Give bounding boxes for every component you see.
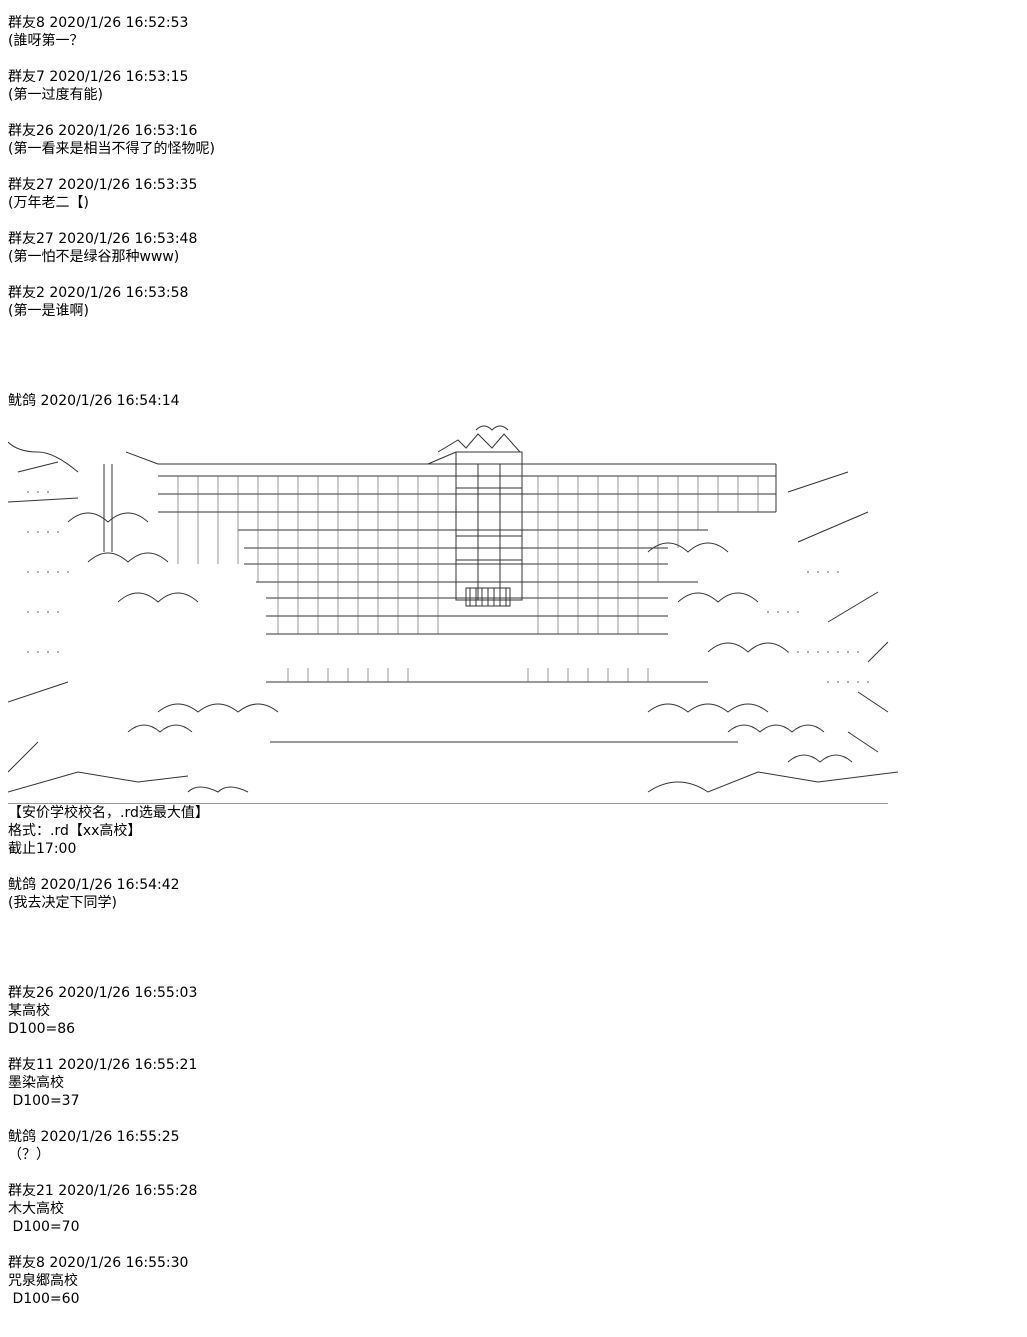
message: 群友26 2020/1/26 16:55:03 某高校 D100=86	[8, 984, 1018, 1038]
message-text: (万年老二【)	[8, 195, 89, 211]
message-text: 格式：.rd【xx高校】	[8, 823, 142, 839]
message-text: 某高校	[8, 1003, 50, 1019]
message-header: 群友26 2020/1/26 16:55:03	[8, 985, 198, 1001]
message-text: 【安价学校校名，.rd选最大值】	[8, 805, 209, 821]
message: 群友21 2020/1/26 16:55:28 木大高校 D100=70	[8, 1182, 1018, 1236]
message-header: 鱿鸽 2020/1/26 16:55:25	[8, 1129, 180, 1145]
message-text: (第一怕不是绿谷那种www)	[8, 249, 180, 265]
message-header: 群友27 2020/1/26 16:53:35	[8, 177, 198, 193]
message-header: 群友21 2020/1/26 16:55:28	[8, 1183, 198, 1199]
message: 群友27 2020/1/26 16:53:35 (万年老二【)	[8, 176, 1018, 212]
message-header: 群友8 2020/1/26 16:52:53	[8, 15, 189, 31]
message-text: 墨染高校	[8, 1075, 64, 1091]
message: 群友26 2020/1/26 16:53:16 (第一看来是相当不得了的怪物呢)	[8, 122, 1018, 158]
message-text: D100=86	[8, 1021, 76, 1037]
message-text: 截止17:00	[8, 841, 77, 857]
school-building-ascii-art	[8, 412, 898, 804]
message-header: 群友11 2020/1/26 16:55:21	[8, 1057, 198, 1073]
message-with-art: 鱿鸽 2020/1/26 16:54:14	[8, 392, 1018, 858]
message: 群友7 2020/1/26 16:53:15 (第一过度有能)	[8, 68, 1018, 104]
message-text: （？）	[8, 1147, 50, 1163]
message: 群友8 2020/1/26 16:55:30 咒泉郷高校 D100=60	[8, 1254, 1018, 1308]
message-text: (第一过度有能)	[8, 87, 103, 103]
message-text: (我去决定下同学)	[8, 895, 117, 911]
message-text: 咒泉郷高校	[8, 1273, 78, 1289]
message: 群友11 2020/1/26 16:55:21 墨染高校 D100=37	[8, 1056, 1018, 1110]
message-header: 群友2 2020/1/26 16:53:58	[8, 285, 189, 301]
message-header: 群友27 2020/1/26 16:53:48	[8, 231, 198, 247]
message-text: D100=70	[8, 1219, 80, 1235]
message-header: 鱿鸽 2020/1/26 16:54:42	[8, 877, 180, 893]
message-text: 木大高校	[8, 1201, 64, 1217]
message-text: (誰呀第一？	[8, 33, 84, 49]
chat-log: 群友8 2020/1/26 16:52:53 (誰呀第一？ 群友7 2020/1…	[8, 14, 1018, 1308]
message: 群友2 2020/1/26 16:53:58 (第一是谁啊)	[8, 284, 1018, 320]
message-text: (第一是谁啊)	[8, 303, 89, 319]
message: 群友8 2020/1/26 16:52:53 (誰呀第一？	[8, 14, 1018, 50]
message-header: 鱿鸽 2020/1/26 16:54:14	[8, 393, 180, 409]
message: 群友27 2020/1/26 16:53:48 (第一怕不是绿谷那种www)	[8, 230, 1018, 266]
message-text: D100=60	[8, 1291, 80, 1307]
message: 鱿鸽 2020/1/26 16:55:25 （？）	[8, 1128, 1018, 1164]
message: 鱿鸽 2020/1/26 16:54:42 (我去决定下同学)	[8, 876, 1018, 912]
message-text: (第一看来是相当不得了的怪物呢)	[8, 141, 215, 157]
message-text: D100=37	[8, 1093, 80, 1109]
message-header: 群友7 2020/1/26 16:53:15	[8, 69, 189, 85]
message-header: 群友26 2020/1/26 16:53:16	[8, 123, 198, 139]
message-header: 群友8 2020/1/26 16:55:30	[8, 1255, 189, 1271]
